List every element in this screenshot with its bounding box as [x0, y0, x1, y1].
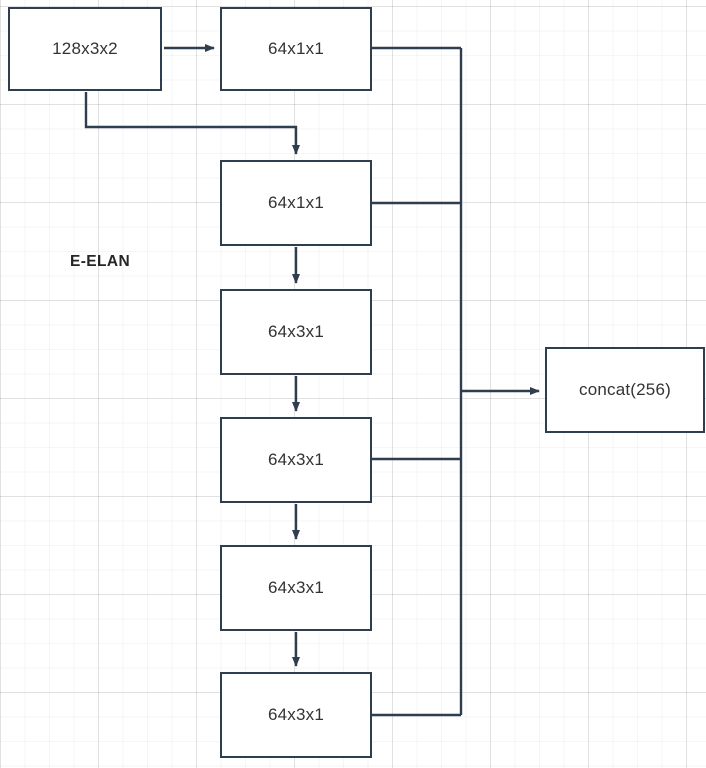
node-conv-3x1-a[interactable]: 64x3x1	[220, 289, 372, 375]
node-conv-1x1-a[interactable]: 64x1x1	[220, 7, 372, 91]
node-conv-1x1-b[interactable]: 64x1x1	[220, 160, 372, 246]
node-label: 64x3x1	[267, 322, 325, 341]
node-label: 64x3x1	[267, 450, 325, 469]
node-conv-3x1-b[interactable]: 64x3x1	[220, 417, 372, 503]
node-conv-3x1-d[interactable]: 64x3x1	[220, 672, 372, 758]
node-input-block[interactable]: 128x3x2	[8, 7, 162, 91]
node-label: 64x1x1	[267, 193, 325, 212]
node-label: concat(256)	[579, 380, 671, 399]
node-label: 128x3x2	[52, 39, 118, 58]
e-elan-label: E-ELAN	[70, 253, 131, 270]
node-label: 64x1x1	[267, 39, 325, 58]
node-concat-block[interactable]: concat(256)	[545, 347, 705, 433]
node-label: 64x3x1	[267, 578, 325, 597]
node-label: 64x3x1	[267, 705, 325, 724]
edge-input-branch-to-conv1x1b	[84, 92, 300, 155]
node-conv-3x1-c[interactable]: 64x3x1	[220, 545, 372, 631]
